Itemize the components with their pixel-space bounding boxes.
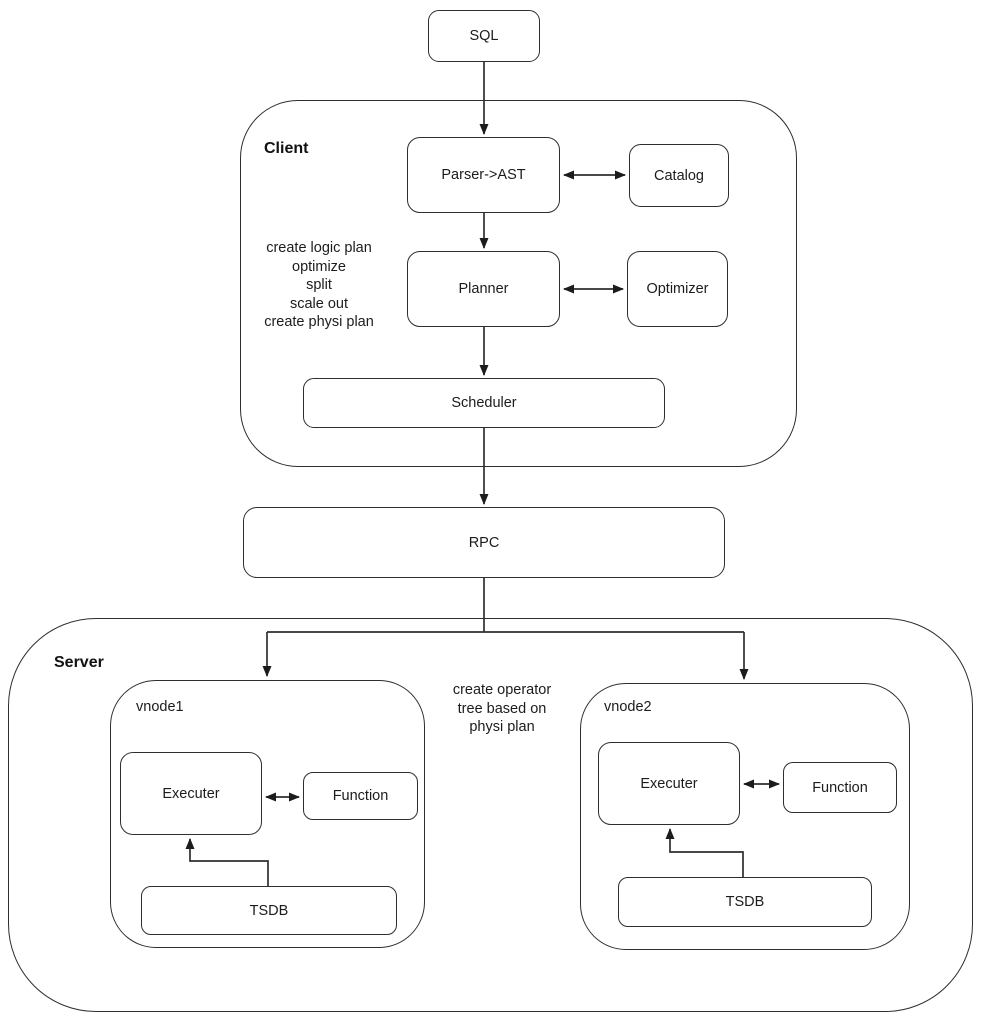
client-container (240, 100, 797, 467)
rpc-node: RPC (243, 507, 725, 578)
vnode2-container (580, 683, 910, 950)
catalog-node: Catalog (629, 144, 729, 207)
server-operator-note-line: physi plan (469, 719, 535, 735)
vnode2-executer-node: Executer (598, 742, 740, 825)
client-plan-note-line: create logic plan (266, 240, 372, 256)
vnode1-tsdb-node: TSDB (141, 886, 397, 935)
scheduler-node: Scheduler (303, 378, 665, 428)
optimizer-node: Optimizer (627, 251, 728, 327)
server-operator-note: create operator tree based on physi plan (432, 681, 572, 737)
server-operator-note-line: create operator (452, 682, 552, 698)
vnode1-container-label: vnode1 (136, 699, 184, 715)
vnode1-container (110, 680, 425, 948)
client-plan-note-line: create physi plan (264, 314, 374, 330)
client-plan-note: create logic plan optimize split scale o… (238, 239, 400, 332)
client-plan-note-line: scale out (289, 295, 349, 312)
client-container-label: Client (264, 140, 309, 157)
vnode2-tsdb-node: TSDB (618, 877, 872, 927)
server-container (8, 618, 973, 1012)
server-container-label: Server (54, 654, 104, 671)
planner-node: Planner (407, 251, 560, 327)
vnode1-executer-node: Executer (120, 752, 262, 835)
sql-node: SQL (428, 10, 540, 62)
vnode2-function-node: Function (783, 762, 897, 813)
client-plan-note-line: split (306, 277, 332, 293)
vnode1-function-node: Function (303, 772, 418, 820)
vnode2-container-label: vnode2 (604, 699, 652, 715)
client-plan-note-line: optimize (292, 258, 346, 275)
parser-ast-node: Parser->AST (407, 137, 560, 213)
server-operator-note-line: tree based on (457, 700, 547, 717)
